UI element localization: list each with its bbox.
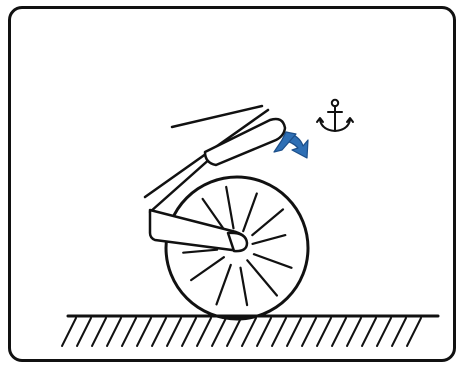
- hatch-stroke: [121, 317, 137, 347]
- wheel-spoke: [239, 266, 249, 307]
- hatch-stroke: [241, 317, 257, 347]
- lever-top-stroke: [170, 104, 264, 129]
- hatch-stroke: [91, 317, 107, 347]
- hatch-stroke: [226, 317, 242, 347]
- hatch-stroke: [166, 317, 182, 347]
- hatch-stroke: [346, 317, 362, 347]
- wheel-spoke: [246, 259, 278, 297]
- hatch-stroke: [391, 317, 407, 347]
- wheel-spoke: [190, 256, 225, 282]
- curved-arrow-tail: [273, 131, 297, 153]
- lever-hub-cap: [226, 231, 249, 253]
- hatch-stroke: [256, 317, 272, 347]
- hatch-stroke: [151, 317, 167, 347]
- wheel-spoke: [215, 263, 232, 306]
- hatch-stroke: [76, 317, 92, 347]
- anchor-icon: [316, 98, 354, 132]
- hatch-stroke: [106, 317, 122, 347]
- lever-arm: [143, 104, 287, 253]
- hatch-stroke: [271, 317, 287, 347]
- hatch-stroke: [406, 317, 422, 347]
- hatch-stroke: [136, 317, 152, 347]
- hatch-stroke: [331, 317, 347, 347]
- wheel-rim: [164, 175, 310, 321]
- wheel-spoke: [182, 248, 219, 254]
- hatch-stroke: [286, 317, 302, 347]
- curved-arrow-icon: [273, 131, 309, 159]
- ground: [61, 314, 440, 347]
- hatch-stroke: [301, 317, 317, 347]
- wheel-spoke: [225, 185, 235, 230]
- wheel-spoke: [251, 208, 285, 237]
- hatch-stroke: [361, 317, 377, 347]
- wheel-spoke: [252, 253, 293, 269]
- hatch-stroke: [211, 317, 227, 347]
- wheel-spoke: [242, 192, 258, 233]
- ground-hatching: [61, 317, 422, 347]
- hatch-stroke: [316, 317, 332, 347]
- lever-head: [203, 117, 287, 167]
- hatch-stroke: [376, 317, 392, 347]
- hatch-stroke: [181, 317, 197, 347]
- hatch-stroke: [196, 317, 212, 347]
- lever-inner-edge: [148, 155, 214, 214]
- illustration-frame: [8, 6, 456, 362]
- wheel-spoke: [251, 234, 287, 245]
- hatch-stroke: [61, 317, 77, 347]
